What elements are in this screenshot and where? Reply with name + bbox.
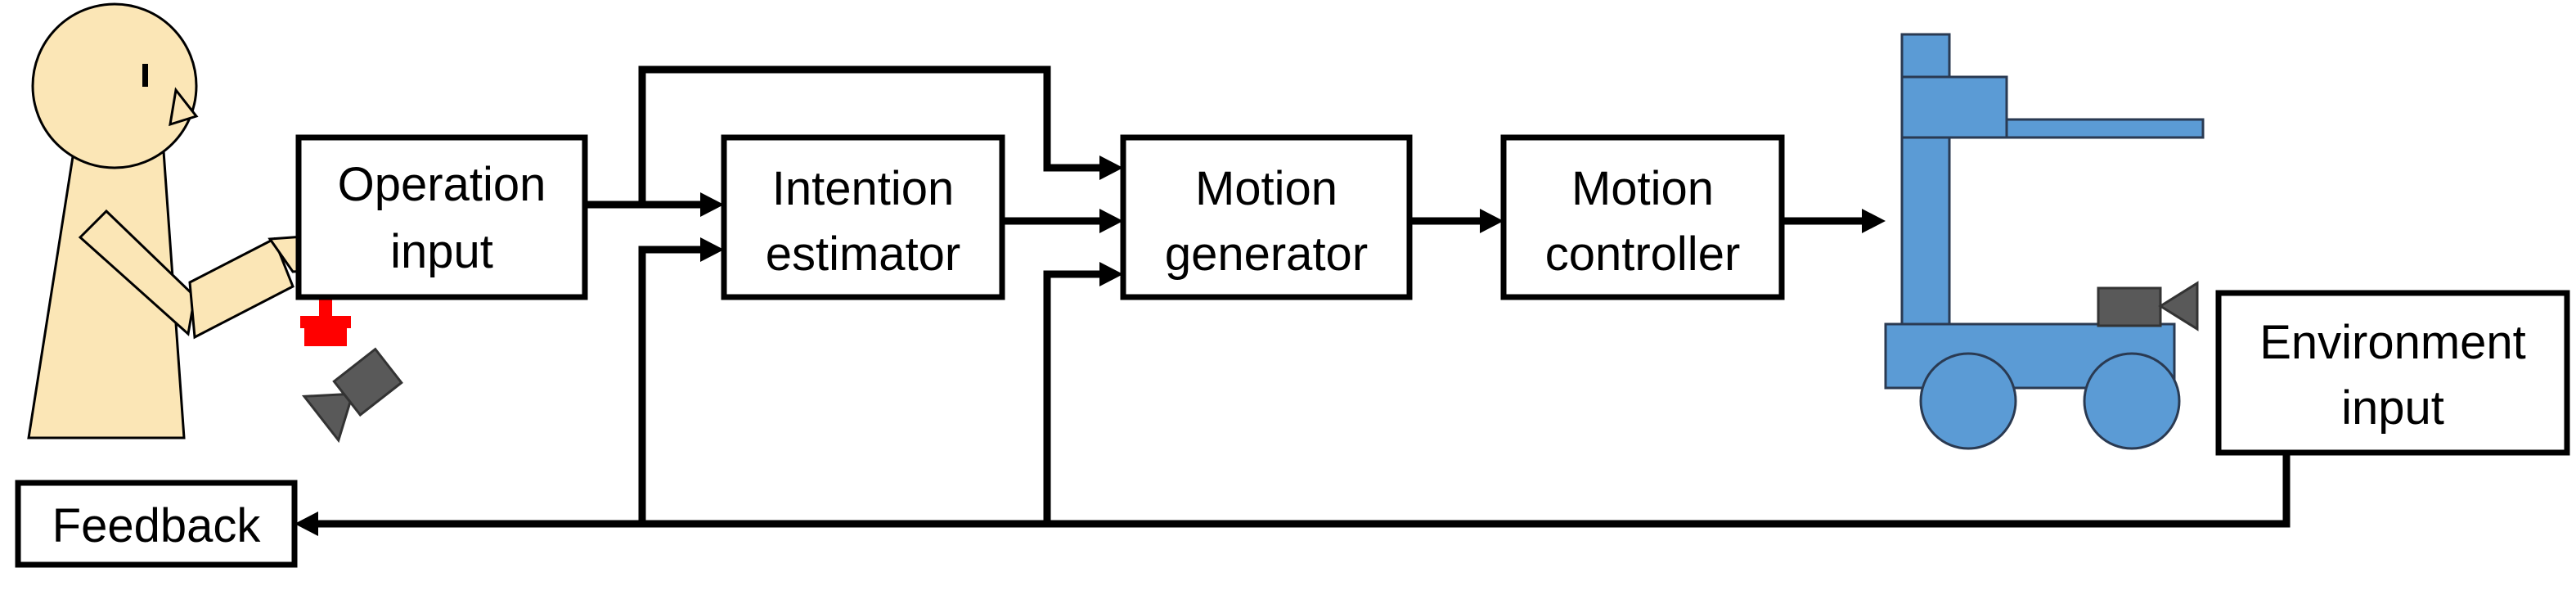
op-to-generator-wire bbox=[638, 65, 1101, 205]
robot-camera-icon bbox=[2097, 281, 2199, 331]
operation-input-label-line1: Operation bbox=[338, 158, 546, 211]
intention-estimator-block: Intention estimator bbox=[721, 134, 1005, 300]
connections bbox=[294, 65, 2291, 536]
mobile-robot-icon bbox=[1884, 33, 2205, 450]
person-forearm-icon bbox=[188, 237, 294, 340]
robot-wheel-right-icon bbox=[2083, 352, 2181, 450]
intention-estimator-label-line2: estimator bbox=[766, 228, 961, 281]
motion-generator-block: Motion generator bbox=[1120, 134, 1413, 300]
motion-controller-label-line2: controller bbox=[1545, 228, 1741, 281]
environment-input-label-line2: input bbox=[2341, 381, 2444, 435]
intention-estimator-label-line1: Intention bbox=[772, 162, 955, 215]
motion-controller-block: Motion controller bbox=[1500, 134, 1785, 300]
motion-controller-label-line1: Motion bbox=[1571, 162, 1714, 215]
person-nose-icon bbox=[169, 87, 199, 127]
robot-wheel-left-icon bbox=[1919, 352, 2017, 450]
person-eye-icon bbox=[142, 64, 148, 87]
environment-input-label-line1: Environment bbox=[2259, 316, 2526, 369]
feedback-label: Feedback bbox=[52, 499, 262, 552]
person-head-icon bbox=[31, 2, 198, 169]
operation-input-block: Operation input bbox=[295, 134, 588, 300]
operation-input-label-line2: input bbox=[390, 225, 493, 278]
bus-to-intention-wire bbox=[638, 246, 702, 524]
motion-generator-label-line1: Motion bbox=[1195, 162, 1337, 215]
operator-camera-icon bbox=[301, 347, 403, 444]
environment-input-block: Environment input bbox=[2215, 290, 2570, 456]
feedback-block: Feedback bbox=[15, 480, 298, 568]
motion-generator-label-line2: generator bbox=[1165, 228, 1368, 281]
environment-feedback-bus bbox=[317, 453, 2291, 528]
bus-to-generator-wire bbox=[1043, 270, 1101, 524]
